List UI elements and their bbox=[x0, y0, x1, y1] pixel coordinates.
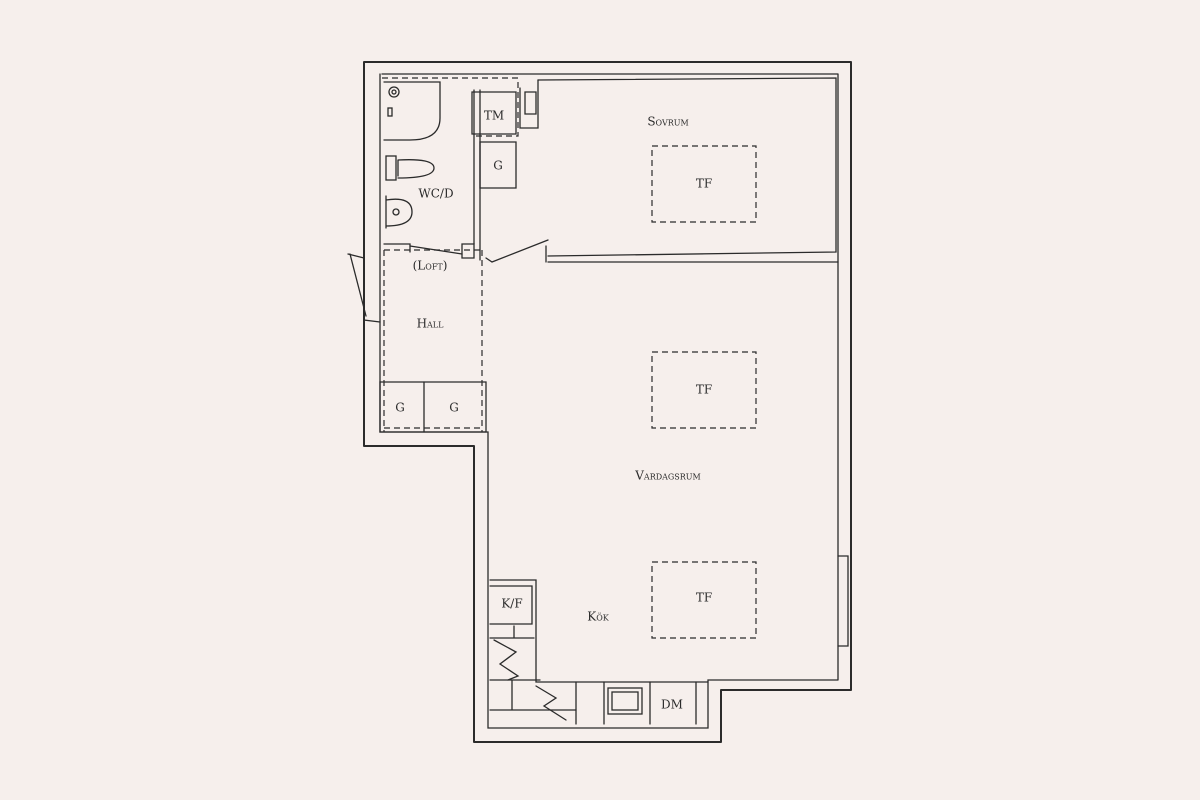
room-label-loft: (Loft) bbox=[413, 259, 448, 273]
fixture-label-tf-bedroom: TF bbox=[696, 177, 712, 191]
living-furniture bbox=[651, 145, 849, 647]
bedroom-walls bbox=[519, 77, 839, 263]
fixture-label-g-hall-2: G bbox=[449, 401, 459, 415]
fixture-label-kf: K/F bbox=[501, 597, 522, 611]
fixture-label-tf-living-2: TF bbox=[696, 591, 712, 605]
room-label-sovrum: Sovrum bbox=[647, 115, 688, 129]
fixture-label-tf-living-1: TF bbox=[696, 383, 712, 397]
room-label-wc: WC/D bbox=[418, 187, 453, 201]
fixture-label-g-hall-1: G bbox=[395, 401, 405, 415]
room-label-vardagsrum: Vardagsrum bbox=[634, 469, 701, 483]
labels: Sovrum TM G TF WC/D (Loft) Hall G G TF V… bbox=[395, 109, 712, 712]
fixture-label-dm: DM bbox=[661, 698, 683, 712]
outer-walls bbox=[363, 61, 852, 743]
fixture-label-g-bedroom: G bbox=[493, 159, 503, 173]
kitchen bbox=[489, 579, 709, 725]
room-label-hall: Hall bbox=[417, 317, 445, 331]
room-label-kok: Kök bbox=[587, 610, 610, 624]
fixture-label-tm: TM bbox=[484, 109, 504, 123]
hall bbox=[347, 239, 549, 433]
bathroom bbox=[382, 77, 519, 261]
